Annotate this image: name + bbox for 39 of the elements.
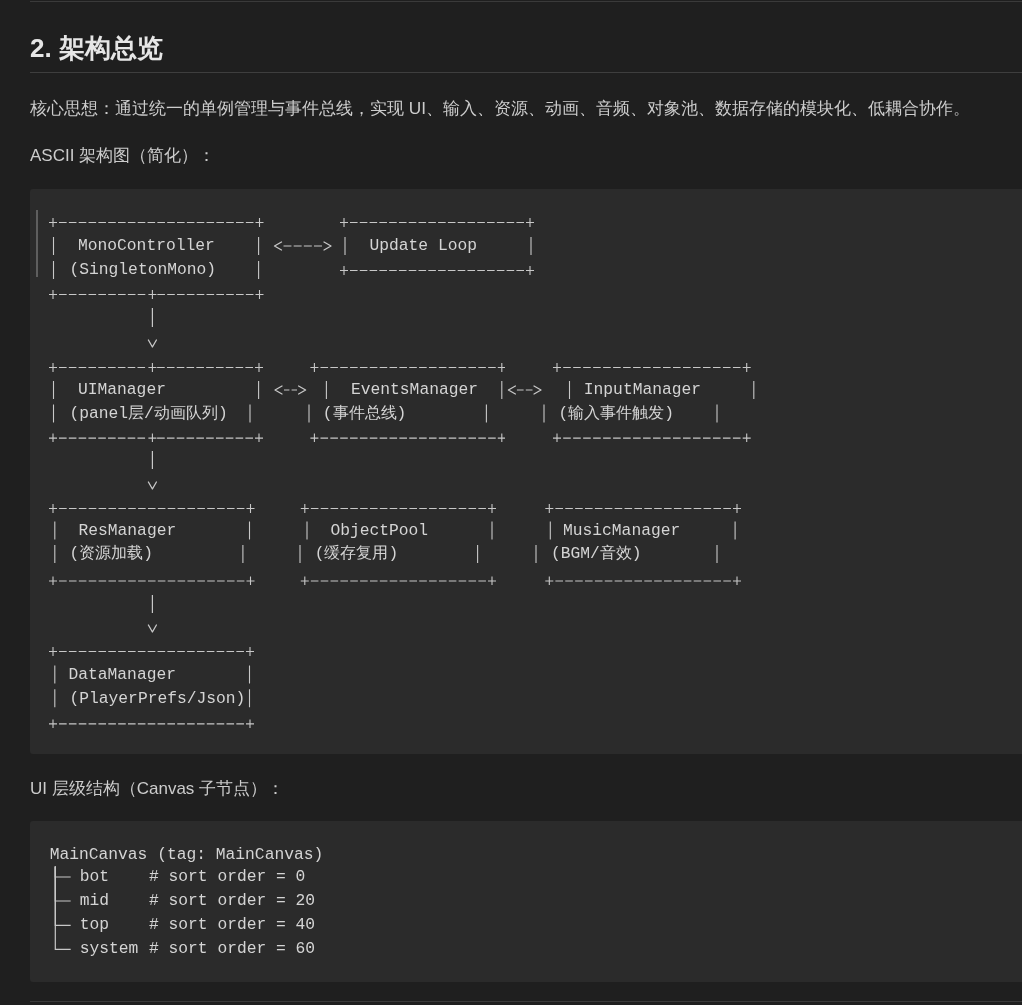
section-heading: 2. 架构总览	[30, 32, 163, 65]
module-note: (panel层/动画队列)	[69, 403, 228, 424]
tree-item: mid	[79, 889, 109, 913]
module-box	[307, 362, 506, 443]
module-name: MusicManager	[563, 520, 681, 541]
module-box	[299, 503, 496, 585]
tree-item: bot	[79, 865, 109, 889]
code-comment: # sort order = 60	[149, 938, 316, 961]
section-label: UI 层级结构（Canvas 子节点）：	[30, 778, 285, 800]
paragraph: 核心思想：通过统一的单例管理与事件总线，实现 UI、输入、资源、动画、音频、对象池、数据存储的模块化、低耦合协作。	[30, 97, 971, 120]
module-name: MonoController	[78, 236, 215, 256]
tree-item: system	[79, 937, 139, 962]
module-box	[534, 503, 741, 585]
module-note: (PlayerPrefs/Json)	[69, 688, 246, 709]
module-note: (缓存复用)	[314, 544, 399, 564]
module-name: ResManager	[78, 520, 177, 541]
module-note: (事件总线)	[322, 403, 407, 424]
module-name: EventsManager	[351, 380, 478, 400]
module-name: UIManager	[78, 380, 166, 400]
module-box	[49, 217, 264, 299]
code-comment: # sort order = 0	[149, 866, 306, 888]
module-note: (输入事件触发)	[558, 403, 675, 424]
module-name: DataManager	[68, 664, 176, 685]
module-box	[49, 646, 254, 729]
module-note: (SingletonMono)	[69, 260, 217, 280]
tree-item: top	[79, 913, 109, 938]
module-note: (资源加载)	[69, 544, 154, 564]
code-comment: # sort order = 40	[149, 914, 316, 937]
module-box	[49, 503, 255, 585]
module-box	[340, 217, 534, 275]
module-name: ObjectPool	[330, 520, 429, 541]
module-box	[49, 362, 263, 443]
module-box	[543, 362, 755, 443]
tree-root: MainCanvas (tag: MainCanvas)	[49, 842, 324, 867]
module-name: InputManager	[583, 380, 702, 400]
module-name: Update Loop	[369, 236, 477, 256]
section-label: ASCII 架构图（简化）：	[30, 145, 216, 167]
code-comment: # sort order = 20	[149, 890, 316, 912]
module-note: (BGM/音效)	[551, 544, 642, 564]
